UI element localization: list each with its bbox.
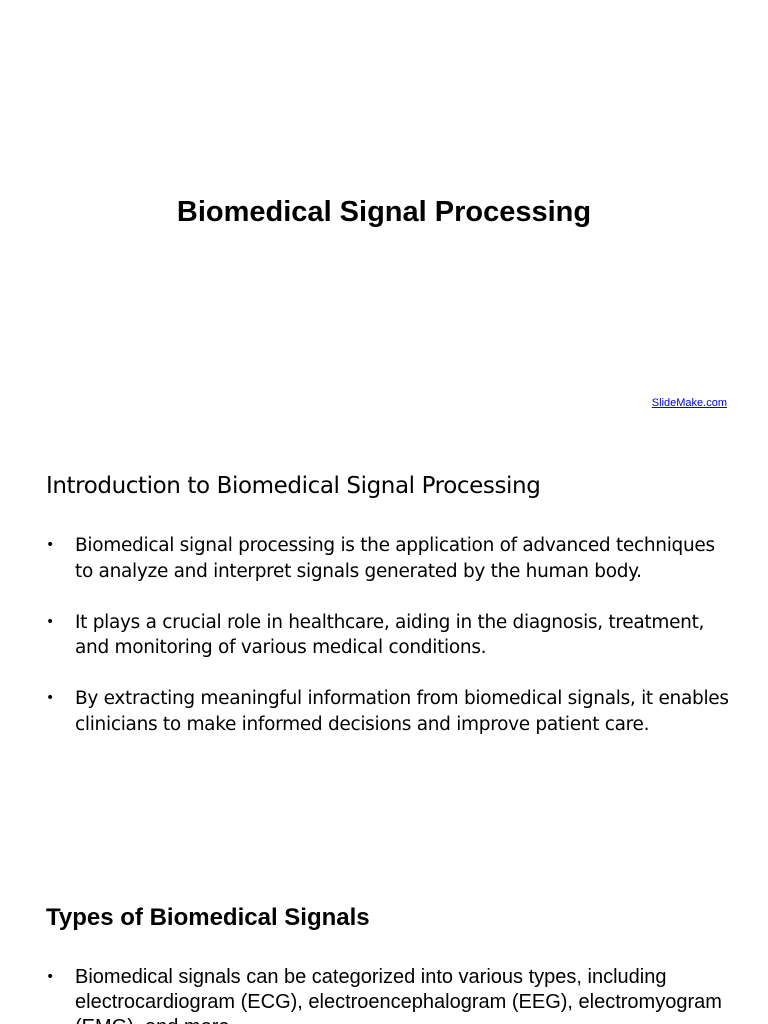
bullet-icon: • [46,537,54,553]
intro-bullet-list: • Biomedical signal processing is the ap… [46,533,736,763]
bullet-icon: • [46,969,55,985]
types-bullet-list: • Biomedical signals can be categorized … [46,965,736,1024]
types-bullet-1-text: Biomedical signals can be categorized in… [75,966,722,1024]
types-heading: Types of Biomedical Signals [46,904,370,931]
intro-bullet-1-text: Biomedical signal processing is the appl… [75,535,715,582]
intro-bullet-2: • It plays a crucial role in healthcare,… [46,610,736,661]
slide-title: Biomedical Signal Processing [176,196,592,228]
intro-bullet-3-text: By extracting meaningful information fro… [75,688,729,735]
bullet-icon: • [46,690,54,706]
types-bullet-1: • Biomedical signals can be categorized … [46,965,736,1024]
slidemake-link[interactable]: SlideMake.com [651,397,727,409]
intro-bullet-3: • By extracting meaningful information f… [46,686,736,737]
intro-bullet-1: • Biomedical signal processing is the ap… [46,533,736,584]
bullet-icon: • [46,613,54,630]
intro-bullet-2-text: It plays a crucial role in healthcare, a… [75,611,705,659]
intro-heading: Introduction to Biomedical Signal Proces… [46,473,541,499]
